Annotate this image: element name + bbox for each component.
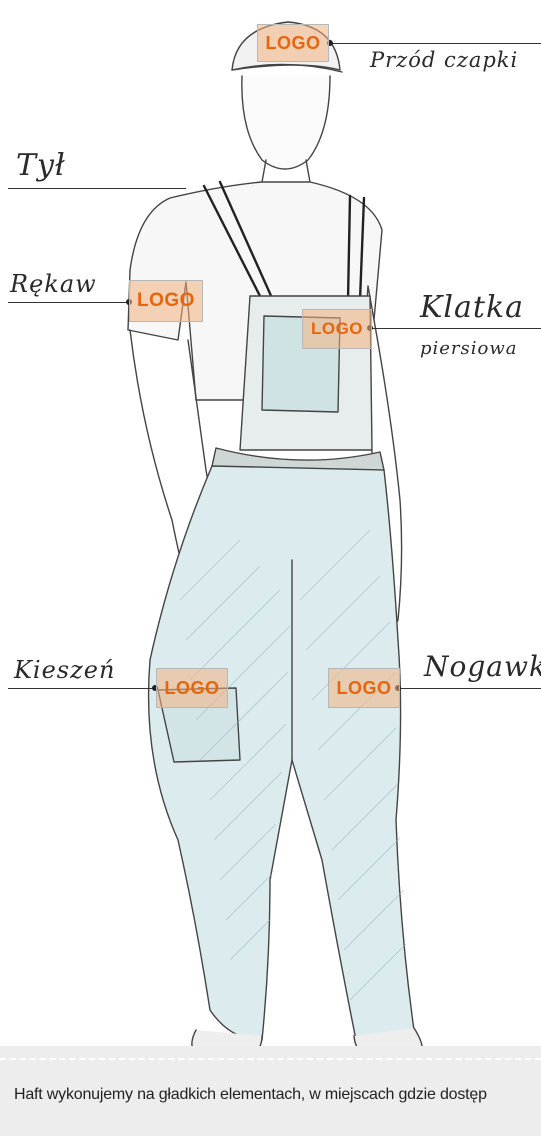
logo-chest: LOGO xyxy=(302,309,372,349)
logo-trouser-leg: LOGO xyxy=(328,668,400,708)
logo-pocket: LOGO xyxy=(156,668,228,708)
label-cap-front: Przód czapki xyxy=(370,48,518,72)
leader-chest xyxy=(370,328,541,329)
logo-sleeve: LOGO xyxy=(129,280,203,322)
label-pocket: Kieszeń xyxy=(14,656,115,684)
leader-cap xyxy=(330,43,541,44)
leader-sleeve xyxy=(8,302,130,303)
label-trouser-leg: Nogawka xyxy=(424,650,541,683)
caption-text: Haft wykonujemy na gładkich elementach, … xyxy=(14,1086,487,1104)
caption-divider xyxy=(0,1058,541,1060)
leader-trouser-leg xyxy=(398,688,541,689)
label-chest-line2: piersiowa xyxy=(420,338,518,359)
label-back: Tył xyxy=(16,148,66,183)
leader-pocket xyxy=(8,688,158,689)
leader-back xyxy=(8,188,186,189)
logo-cap-front: LOGO xyxy=(257,24,329,62)
head-sketch xyxy=(242,76,330,169)
label-chest-line1: Klatka xyxy=(420,290,524,325)
label-sleeve: Rękaw xyxy=(10,270,97,298)
